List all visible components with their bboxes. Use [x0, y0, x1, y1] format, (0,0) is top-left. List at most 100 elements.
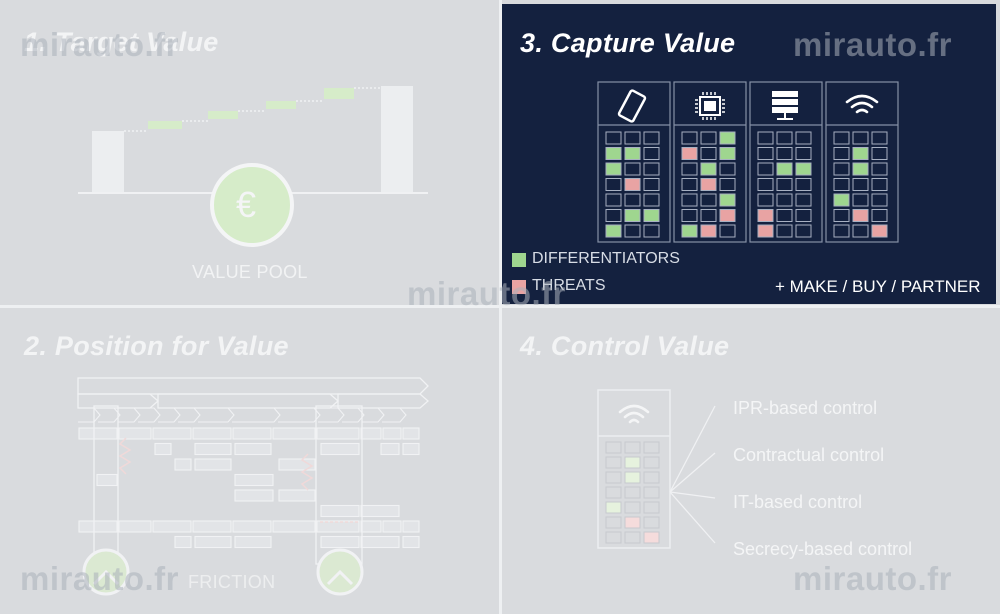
matrix-cell: [643, 471, 660, 484]
panel-title: 3. Capture Value: [520, 28, 736, 58]
gantt-bar: [232, 427, 272, 440]
gantt-bar: [402, 535, 420, 549]
matrix-cell: [605, 486, 622, 499]
gantt-bar: [174, 458, 192, 471]
gantt-bar: [360, 427, 382, 440]
matrix-cell: [605, 456, 622, 469]
matrix-cell: [643, 178, 660, 191]
matrix-cell: [871, 209, 888, 222]
gantt-bar: [234, 442, 272, 456]
gantt-bar: [278, 458, 316, 471]
watermark: mirauto.fr: [20, 26, 180, 63]
matrix-cell: [643, 456, 660, 469]
gantt-bar: [152, 427, 192, 440]
gantt-bar: [360, 520, 382, 533]
gantt-graphic: [77, 377, 429, 596]
wifi-icon: [845, 94, 879, 114]
panel-title: 1. Target Value: [24, 27, 219, 57]
control-value-panel: 4. Control Value IPR-based control Contr…: [502, 308, 1000, 614]
gantt-bar: [194, 458, 232, 471]
threat-swatch: [512, 280, 526, 294]
matrix-cell: [605, 441, 622, 454]
matrix-cell: [719, 178, 736, 191]
legend-threats: THREATS: [532, 277, 606, 294]
matrix-cell: [624, 501, 641, 514]
matrix-cell: [871, 147, 888, 160]
gantt-bar: [320, 535, 360, 549]
gantt-bar: [234, 535, 272, 549]
matrix-cell: [700, 162, 717, 176]
matrix-cell: [605, 531, 622, 544]
matrix-cell: [643, 531, 660, 544]
matrix-cell: [700, 178, 717, 191]
matrix-cell: [700, 224, 717, 238]
gantt-bar: [234, 473, 274, 487]
horizontal-divider: [0, 305, 1000, 308]
matrix-cell: [871, 178, 888, 191]
gantt-bar: [402, 427, 420, 440]
matrix-cell: [776, 193, 793, 207]
matrix-cell: [776, 209, 793, 222]
matrix-cell: [605, 178, 622, 191]
gantt-bar: [272, 427, 316, 440]
watermark: mirauto.fr: [20, 560, 180, 597]
matrix-cell: [776, 178, 793, 191]
matrix-cell: [605, 147, 622, 160]
gantt-bar: [382, 520, 402, 533]
wifi-icon: [618, 404, 650, 424]
matrix-cell: [681, 147, 698, 160]
euro-icon: €: [236, 184, 257, 225]
friction-label: FRICTION: [188, 572, 276, 592]
matrix-cell: [643, 147, 660, 160]
gantt-bar: [194, 442, 232, 456]
matrix-cell: [681, 162, 698, 176]
watermark: mirauto.fr: [793, 560, 953, 597]
make-buy-partner-label: + MAKE / BUY / PARTNER: [775, 277, 981, 296]
matrix-cell: [757, 178, 774, 191]
gantt-bar: [78, 520, 118, 533]
matrix-cell: [624, 471, 641, 484]
matrix-cell: [757, 209, 774, 222]
gantt-bar: [380, 442, 400, 456]
matrix-cell: [719, 162, 736, 176]
matrix-cell: [643, 441, 660, 454]
matrix-cell: [643, 193, 660, 207]
gantt-bar: [316, 520, 360, 533]
value-pool-label: VALUE POOL: [192, 262, 308, 282]
matrix-cell: [757, 162, 774, 176]
control-matrix-graphic: [597, 389, 716, 549]
matrix-cell: [643, 162, 660, 176]
server-icon: [772, 91, 798, 120]
matrix-cell: [643, 486, 660, 499]
panel-title: 4. Control Value: [520, 331, 730, 361]
matrix-cell: [757, 224, 774, 238]
gantt-bar: [360, 535, 400, 549]
matrix-cell: [776, 131, 793, 145]
matrix-cell: [643, 209, 660, 222]
matrix-cell: [852, 131, 869, 145]
matrix-cell: [624, 178, 641, 191]
legend-differentiators: DIFFERENTIATORS: [532, 250, 680, 267]
matrix-cell: [833, 178, 850, 191]
panel-title: 2. Position for Value: [24, 331, 289, 361]
matrix-cell: [719, 131, 736, 145]
matrix-cell: [852, 162, 869, 176]
matrix-cell: [700, 147, 717, 160]
target-value-panel: 1. Target Value € VALUE POOL: [0, 0, 500, 306]
chip-icon: [695, 92, 725, 120]
gantt-bar: [272, 520, 316, 533]
matrix-cell: [624, 456, 641, 469]
matrix-cell: [719, 193, 736, 207]
matrix-cell: [681, 131, 698, 145]
matrix-cell: [643, 131, 660, 145]
matrix-cell: [643, 501, 660, 514]
gantt-bar: [382, 427, 402, 440]
matrix-cell: [681, 209, 698, 222]
gantt-bar: [316, 427, 360, 440]
matrix-cell: [795, 224, 812, 238]
matrix-cell: [776, 147, 793, 160]
smartphone-icon: [617, 89, 647, 123]
matrix-cell: [624, 224, 641, 238]
target-waterfall-graphic: [78, 86, 428, 247]
matrix-cell: [700, 209, 717, 222]
